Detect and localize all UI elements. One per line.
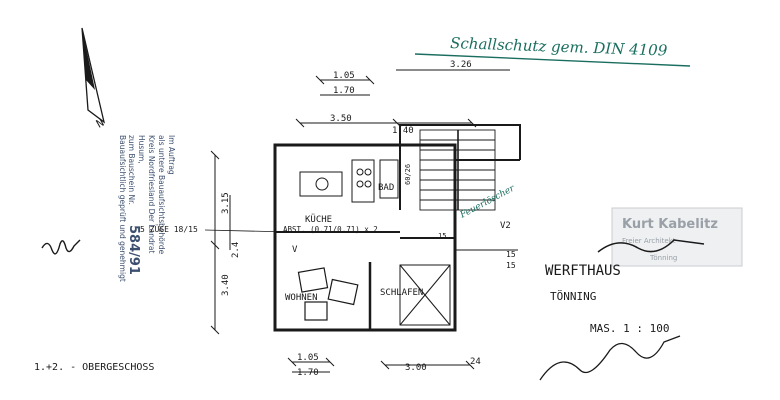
dim-bottom-c: 3.00 [405,363,427,373]
bottom-signature [539,335,681,381]
stair-steps-note: 5 ZÜGE 18/15 [140,224,198,234]
room-abstellraum: ABST. (0.71/0.71) x 2 [283,225,378,234]
dim-bottom-b: 1.70 [297,368,319,378]
floor-label: 1.+2. - OBERGESCHOSS [34,362,154,373]
stamp-line-5: als untere Bauaufsichtsbehörde [157,135,166,255]
north-arrow-icon [81,27,106,124]
bedroom-bed [399,264,451,326]
stamp-line-2: zum Bauschein Nr. [127,135,136,205]
stamp-line-6: Im Auftrag [167,135,176,175]
stamp-number: 584/91 [126,225,141,275]
dim-top-c: 3.26 [450,60,472,70]
architect-signature [597,239,705,253]
dimension-lines [210,69,518,373]
stamp-signature [41,239,81,255]
dim-top-b: 1.70 [333,86,355,96]
dim-right-a: 15 [506,250,516,259]
architect-line3: Tönning [649,254,677,262]
dim-left-a: 3.15 [221,192,231,214]
title-werfthaus: WERFTHAUS [545,263,621,279]
header-note: Schallschutz gem. DIN 4109 [450,34,668,60]
dim-bottom-a: 1.05 [297,353,319,363]
dim-right-b: 15 [506,261,516,270]
dim-top-d: 3.50 [330,114,352,124]
kitchen-fixtures [299,159,399,203]
living-furniture [297,267,359,321]
dim-top-e: 1.40 [392,126,414,136]
north-label: N [94,116,106,131]
dim-top-a: 1.05 [333,71,355,81]
title-toenning: TÖNNING [550,290,596,303]
architect-line2: Freier Architekt [622,237,676,245]
fire-extinguisher-note: Feuerlöscher [458,183,517,221]
room-kueche: KÜCHE [305,214,332,225]
dim-left-c: 3.40 [221,274,231,296]
dim-left-b: 2.4 [231,242,241,258]
title-scale: MAS. 1 : 100 [590,322,669,335]
header-underline [414,53,691,67]
v-right: V2 [500,221,511,231]
staircase [419,129,496,211]
room-schlafen: SCHLAFEN [380,288,423,298]
architect-name: Kurt Kabelitz [622,217,718,232]
fifteen-note: 15 [438,232,446,240]
approval-stamp: Bauaufsichtlich geprüft und genehmigt zu… [118,135,176,282]
room-bad: BAD [378,183,394,193]
dim-bottom-d: 24 [470,357,481,367]
v-left: V [292,245,298,255]
bad-dimension: 60/26 [404,164,412,185]
architect-stamp: Kurt Kabelitz Freier Architekt Tönning [597,207,743,267]
stair-steps-leader [204,229,291,233]
room-wohnen: WOHNEN [285,293,318,303]
stamp-line-4: Kreis Nordfriesland Der Landrat [147,135,156,253]
stamp-line-3: Husum, [137,135,146,164]
stamp-line-1: Bauaufsichtlich geprüft und genehmigt [118,135,127,282]
